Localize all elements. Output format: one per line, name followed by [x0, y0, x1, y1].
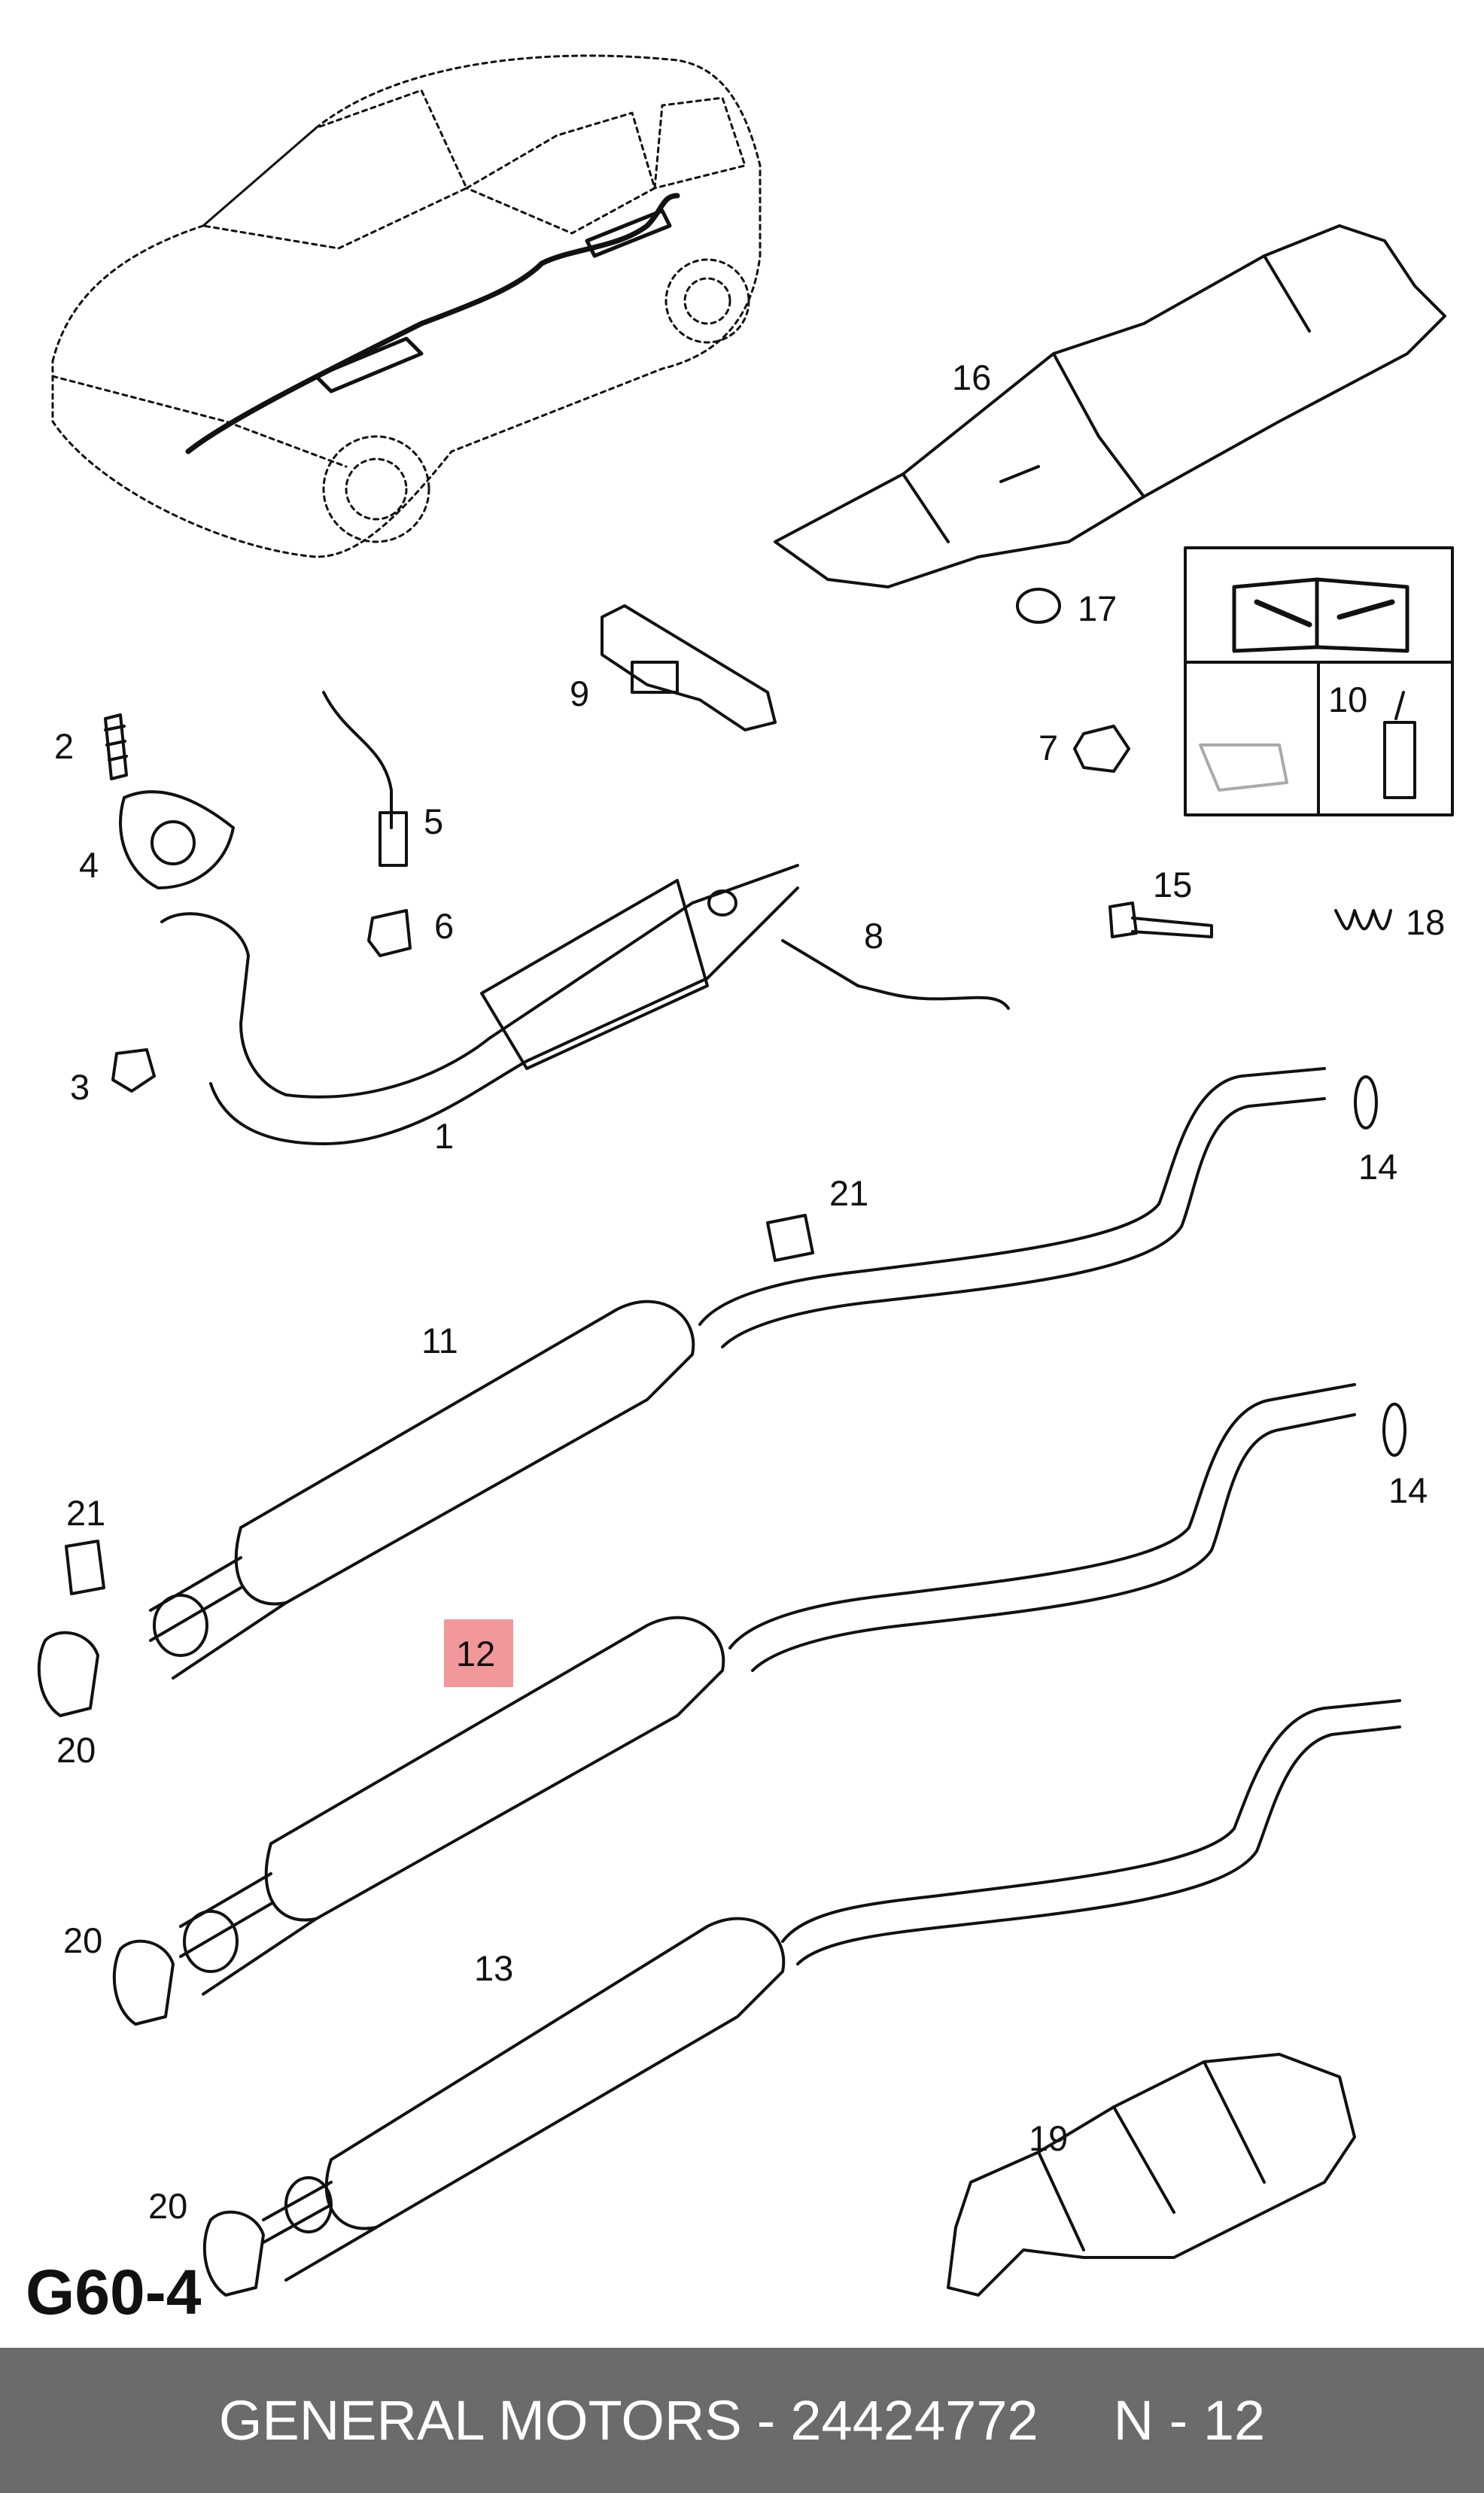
- oxygen-sensor-8: [781, 939, 1010, 1010]
- diagram-code: G60-4: [26, 2257, 202, 2327]
- footer-separator: -: [756, 2389, 776, 2452]
- front-pipe-1-body: [488, 864, 799, 1063]
- bracket-9: [601, 604, 777, 731]
- label-part-12[interactable]: 12: [456, 1634, 496, 1674]
- label-part-10[interactable]: 10: [1328, 679, 1368, 719]
- exhaust-system-diagram: [37, 54, 1454, 2297]
- footer-brand: GENERAL MOTORS: [218, 2389, 742, 2452]
- label-part-9[interactable]: 9: [570, 673, 590, 713]
- muffler-assembly-12: [179, 1383, 1356, 1996]
- label-part-20-middle[interactable]: 20: [63, 1920, 103, 1960]
- heat-shield-19: [947, 2053, 1356, 2297]
- clamp-20c: [202, 2210, 265, 2297]
- bracket-9-hole: [631, 661, 679, 694]
- rubber-mount-21b: [65, 1540, 105, 1595]
- label-part-18[interactable]: 18: [1406, 902, 1446, 942]
- label-part-14-upper[interactable]: 14: [1358, 1147, 1398, 1187]
- front-pipe-1: [160, 912, 528, 1145]
- rubber-mount-21a: [766, 1214, 814, 1262]
- vehicle-muffler-marks: [314, 208, 672, 394]
- label-part-13[interactable]: 13: [474, 1948, 514, 1988]
- gasket-14b: [1382, 1403, 1406, 1457]
- catalytic-converter: [480, 879, 709, 1070]
- highlight-part-12: [444, 1619, 513, 1687]
- clamp-20b: [112, 1939, 175, 2026]
- heat-shield-16: [774, 224, 1446, 588]
- label-part-2[interactable]: 2: [54, 726, 75, 766]
- label-part-4[interactable]: 4: [79, 845, 99, 885]
- clamp-20a: [37, 1631, 99, 1717]
- nut-6: [367, 909, 412, 957]
- oxygen-sensor-5: [322, 691, 408, 867]
- grommet-17: [1016, 588, 1061, 624]
- nut-7: [1073, 725, 1130, 773]
- label-part-3[interactable]: 3: [70, 1067, 90, 1107]
- heat-shield-16-ribs: [902, 254, 1311, 543]
- label-part-14-lower[interactable]: 14: [1388, 1470, 1428, 1510]
- label-part-19[interactable]: 19: [1029, 2118, 1069, 2158]
- label-part-21-upper[interactable]: 21: [829, 1173, 869, 1213]
- label-part-7[interactable]: 7: [1038, 728, 1059, 768]
- bolt-15: [1108, 901, 1213, 938]
- muffler-assembly-13: [262, 1699, 1401, 2282]
- stud-2: [104, 713, 128, 780]
- label-part-20-lower[interactable]: 20: [148, 2186, 188, 2226]
- label-part-1[interactable]: 1: [434, 1116, 455, 1156]
- label-part-15[interactable]: 15: [1153, 865, 1193, 904]
- label-part-8[interactable]: 8: [864, 916, 884, 956]
- label-part-16[interactable]: 16: [952, 357, 992, 397]
- footer-note: N - 12: [1113, 2389, 1266, 2452]
- muffler-assembly-11: [149, 1067, 1326, 1680]
- label-part-17[interactable]: 17: [1078, 588, 1118, 628]
- footer-part-number: 24424772: [790, 2389, 1038, 2452]
- nut-3: [111, 1048, 156, 1093]
- gasket-4: [119, 790, 235, 889]
- spring-18: [1334, 909, 1392, 931]
- label-part-6[interactable]: 6: [434, 906, 455, 946]
- footer-bar: GENERAL MOTORS - 24424772 N - 12: [0, 2348, 1484, 2493]
- sealant-tube-icon: [1383, 691, 1416, 799]
- service-info-box: [1184, 546, 1454, 816]
- label-part-11[interactable]: 11: [421, 1321, 458, 1361]
- label-part-21-lower[interactable]: 21: [66, 1493, 106, 1533]
- gasket-14a: [1354, 1075, 1378, 1129]
- heat-shield-19-ribs: [1037, 2060, 1266, 2251]
- vehicle-outline: [51, 54, 762, 558]
- front-pipe-1-sensor-boss: [707, 889, 737, 917]
- label-part-20-upper[interactable]: 20: [56, 1730, 96, 1770]
- vehicle-exhaust-route: [185, 193, 680, 455]
- label-part-5[interactable]: 5: [424, 801, 444, 841]
